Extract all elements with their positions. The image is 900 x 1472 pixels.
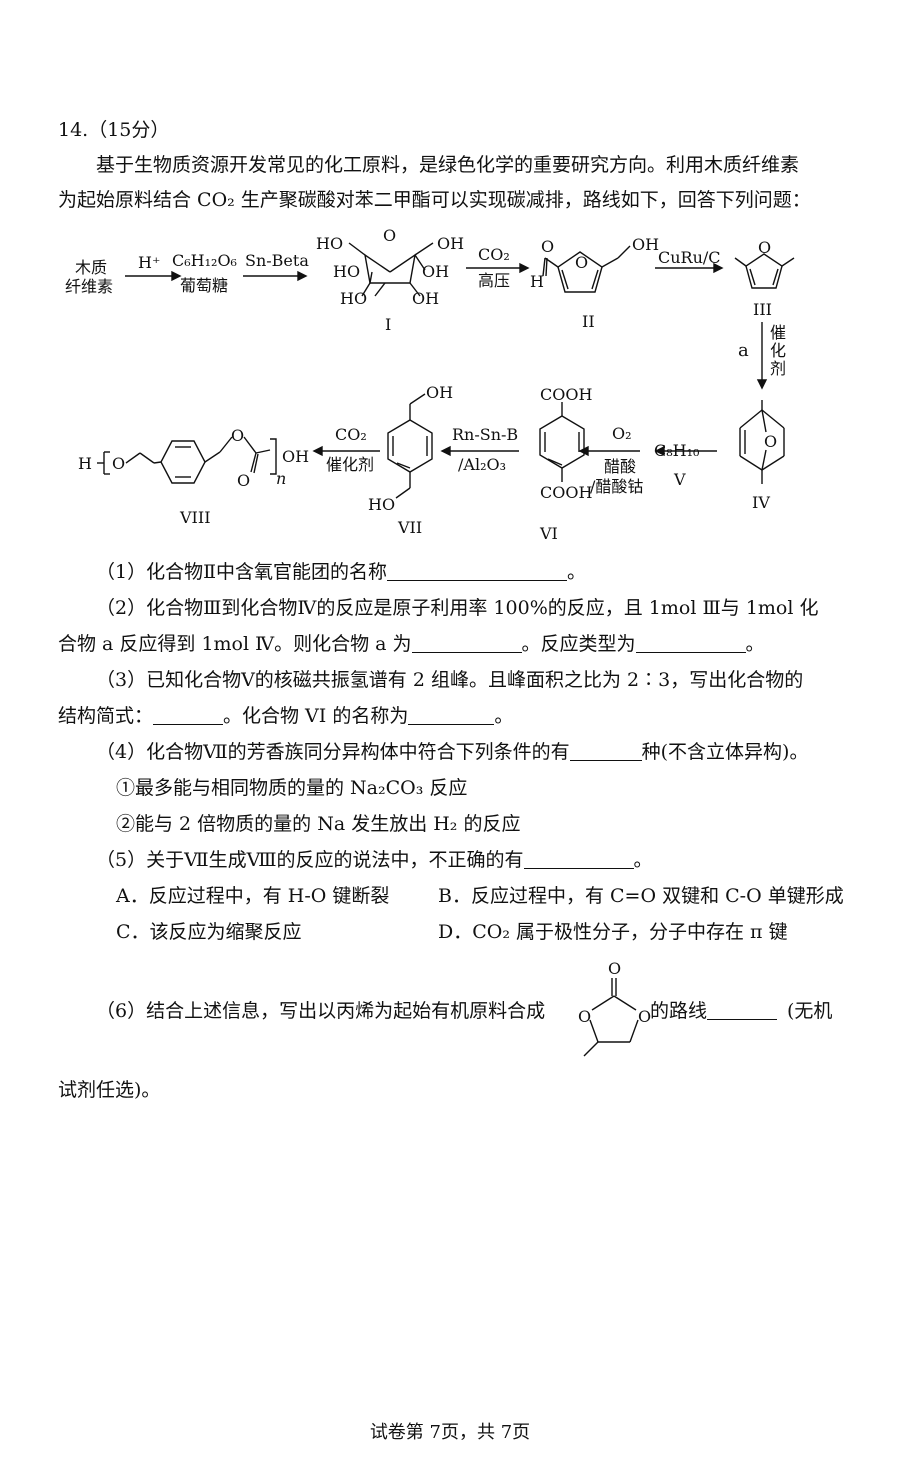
reagent-curu-c: CuRu/C [658, 248, 721, 267]
reagent-h-plus: H⁺ [138, 253, 160, 272]
atom-label: OH [282, 447, 309, 466]
atom-label: O [638, 1007, 651, 1026]
atom-label: OH [412, 289, 439, 308]
q3-text-a: 结构简式： [58, 705, 154, 727]
reagent-catalyst-2: 化 [770, 341, 786, 360]
answer-blank-q2-a[interactable] [411, 634, 522, 653]
atom-label: OH [426, 383, 453, 402]
intro-line-2: 为起始原料结合 CO₂ 生产聚碳酸对苯二甲酯可以实现碳减排，路线如下，回答下列问… [58, 189, 811, 211]
q3-end: 。 [494, 705, 514, 727]
reaction-scheme: 木质 纤维素 H⁺ C₆H₁₂O₆ 葡萄糖 Sn-Beta HO O OH HO… [65, 226, 795, 543]
atom-label: O [578, 1007, 591, 1026]
q6-line-1-b: 的路线 (无机 [650, 999, 832, 1023]
q2-text-b: 。反应类型为 [521, 633, 636, 655]
q2-line-1: （2）化合物Ⅲ到化合物Ⅳ的反应是原子利用率 100%的反应，且 1mol Ⅲ与 … [96, 597, 819, 619]
reagent-al2o3: /Al₂O₃ [458, 455, 506, 474]
q4-condition-2: ②能与 2 倍物质的量的 Na 发生放出 H₂ 的反应 [116, 813, 521, 835]
q1-end: 。 [567, 561, 587, 583]
q5-text: （5）关于Ⅶ生成Ⅷ的反应的说法中，不正确的有 [96, 849, 524, 871]
q5-option-c[interactable]: C．该反应为缩聚反应 [116, 921, 302, 943]
atom-label: O [231, 426, 244, 445]
q5-option-d[interactable]: D．CO₂ 属于极性分子，分子中存在 π 键 [438, 921, 788, 943]
atom-label: O [575, 253, 588, 272]
reagent-o2: O₂ [612, 424, 632, 443]
atom-label: COOH [540, 483, 592, 502]
answer-blank-q5[interactable] [523, 850, 634, 869]
page-footer: 试卷第 7页，共 7页 [369, 1422, 531, 1443]
atom-label: O [237, 471, 250, 490]
atom-label: O [764, 432, 777, 451]
atom-label: OH [632, 235, 659, 254]
q2-line-2: 合物 a 反应得到 1mol Ⅳ。则化合物 a 为 。反应类型为 。 [58, 632, 765, 656]
q5-option-b[interactable]: B．反应过程中，有 C=O 双键和 C-O 单键形成 [438, 885, 844, 907]
q4-end: 种(不含立体异构)。 [641, 741, 809, 763]
glucose-formula: C₆H₁₂O₆ [172, 251, 237, 270]
answer-blank-q6[interactable] [707, 1001, 778, 1020]
label-compound-iv: IV [752, 493, 770, 512]
q5-option-a[interactable]: A．反应过程中，有 H-O 键断裂 [116, 885, 390, 907]
glucose-name: 葡萄糖 [180, 276, 228, 295]
atom-label: COOH [540, 385, 592, 404]
answer-blank-q3-a[interactable] [153, 706, 224, 725]
q2-end: 。 [745, 633, 765, 655]
atom-label: O [758, 238, 771, 257]
q5: （5）关于Ⅶ生成Ⅷ的反应的说法中，不正确的有 。 [96, 848, 653, 872]
reagent-high-pressure: 高压 [478, 271, 510, 290]
answer-blank-q2-b[interactable] [635, 634, 746, 653]
q2-text-a: 合物 a 反应得到 1mol Ⅳ。则化合物 a 为 [58, 633, 412, 655]
answer-blank-q3-b[interactable] [408, 706, 495, 725]
q6-text-b: 的路线 [650, 1000, 708, 1022]
atom-label: n [276, 469, 286, 488]
reagent-co2: CO₂ [478, 245, 510, 264]
reagent-catalyst-1: 催 [770, 323, 786, 342]
atom-label: HO [340, 289, 367, 308]
reagent-cobalt-acetate: /醋酸钴 [590, 477, 643, 496]
atom-label: H [530, 272, 544, 291]
q5-end: 。 [633, 849, 653, 871]
atom-label: O [383, 226, 396, 245]
atom-label: OH [422, 262, 449, 281]
q6-text-a: （6）结合上述信息，写出以丙烯为起始有机原料合成 [96, 1000, 546, 1022]
answer-blank-q1[interactable] [387, 562, 568, 581]
reagent-catalyst-3: 剂 [770, 359, 786, 378]
label-compound-viii: VIII [179, 508, 211, 527]
q3-line-2: 结构简式： 。化合物 VI 的名称为 。 [58, 704, 513, 728]
q3-text-b: 。化合物 VI 的名称为 [223, 705, 409, 727]
reagent-catalyst: 催化剂 [326, 455, 374, 474]
start-material-2: 纤维素 [65, 277, 113, 296]
reagent-sn-beta: Sn-Beta [245, 251, 309, 270]
label-compound-vii: VII [397, 518, 422, 537]
intro-line-1: 基于生物质资源开发常见的化工原料，是绿色化学的重要研究方向。利用木质纤维素 [96, 154, 800, 176]
q3-line-1: （3）已知化合物Ⅴ的核磁共振氢谱有 2 组峰。且峰面积之比为 2∶3，写出化合物… [96, 669, 804, 691]
q1-text: （1）化合物Ⅱ中含氧官能团的名称 [96, 561, 388, 583]
label-compound-ii: II [582, 312, 595, 331]
q6-text-c: (无机 [787, 1000, 833, 1022]
atom-label: OH [437, 234, 464, 253]
atom-label: HO [316, 234, 343, 253]
q4: （4）化合物Ⅶ的芳香族同分异构体中符合下列条件的有 种(不含立体异构)。 [96, 740, 808, 764]
atom-label: O [608, 959, 621, 978]
q1: （1）化合物Ⅱ中含氧官能团的名称 。 [96, 560, 586, 584]
atom-label: H [78, 454, 92, 473]
reagent-rn-sn-b: Rn-Sn-B [452, 425, 518, 444]
atom-label: O [112, 454, 125, 473]
label-compound-iii: III [753, 300, 772, 319]
label-compound-i: I [385, 315, 391, 334]
atom-label: HO [368, 495, 395, 514]
atom-label: HO [333, 262, 360, 281]
q4-text: （4）化合物Ⅶ的芳香族同分异构体中符合下列条件的有 [96, 741, 570, 763]
label-compound-vi: VI [539, 524, 558, 543]
answer-blank-q4[interactable] [569, 742, 642, 761]
q6-line-2: 试剂任选)。 [58, 1079, 161, 1101]
start-material-1: 木质 [75, 258, 107, 277]
reagent-co2-2: CO₂ [335, 425, 367, 444]
atom-label: O [541, 237, 554, 256]
reagent-a: a [738, 340, 749, 361]
q4-condition-1: ①最多能与相同物质的量的 Na₂CO₃ 反应 [116, 777, 468, 799]
cyclic-carbonate-structure: O O O [578, 959, 651, 1057]
label-compound-v: V [673, 470, 686, 489]
question-header: 14.（15分） [58, 119, 170, 141]
compound-v-formula: C₈H₁₀ [654, 441, 699, 460]
reagent-acetic-acid: 醋酸 [604, 457, 636, 476]
